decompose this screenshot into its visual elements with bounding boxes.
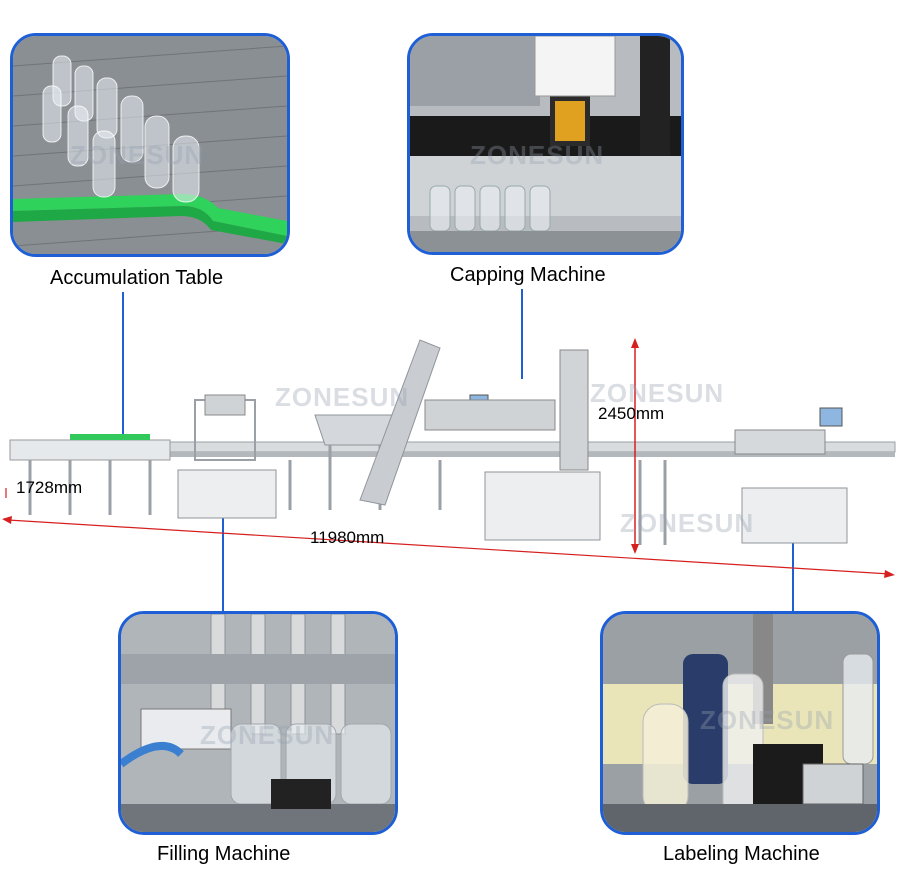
length-dimension: 11980mm bbox=[310, 528, 385, 547]
labeling-leader-line bbox=[792, 538, 794, 611]
watermark: ZONESUN bbox=[275, 382, 410, 412]
filling-machine-photo bbox=[118, 611, 398, 835]
labeling-machine-label: Labeling Machine bbox=[663, 843, 820, 865]
capping-machine-photo bbox=[407, 33, 684, 255]
watermark: ZONESUN bbox=[70, 140, 205, 170]
watermark: ZONESUN bbox=[620, 508, 755, 538]
production-line-illustration bbox=[2, 338, 896, 578]
height-dimension: 2450mm bbox=[598, 404, 665, 423]
capping-leader-line bbox=[521, 289, 523, 379]
accumulation-table-label: Accumulation Table bbox=[50, 267, 224, 289]
watermark: ZONESUN bbox=[200, 720, 335, 750]
watermark: ZONESUN bbox=[590, 378, 725, 408]
labeling-machine-photo bbox=[600, 611, 880, 835]
filling-leader-line bbox=[222, 485, 224, 611]
accumulation-leader-line bbox=[122, 292, 124, 440]
filling-machine-label: Filling Machine bbox=[157, 843, 291, 865]
watermark: ZONESUN bbox=[470, 140, 605, 170]
width-dimension: 1728mm bbox=[16, 478, 83, 497]
accumulation-table-photo bbox=[10, 33, 290, 257]
watermark: ZONESUN bbox=[700, 705, 835, 735]
capping-machine-label: Capping Machine bbox=[450, 264, 606, 286]
